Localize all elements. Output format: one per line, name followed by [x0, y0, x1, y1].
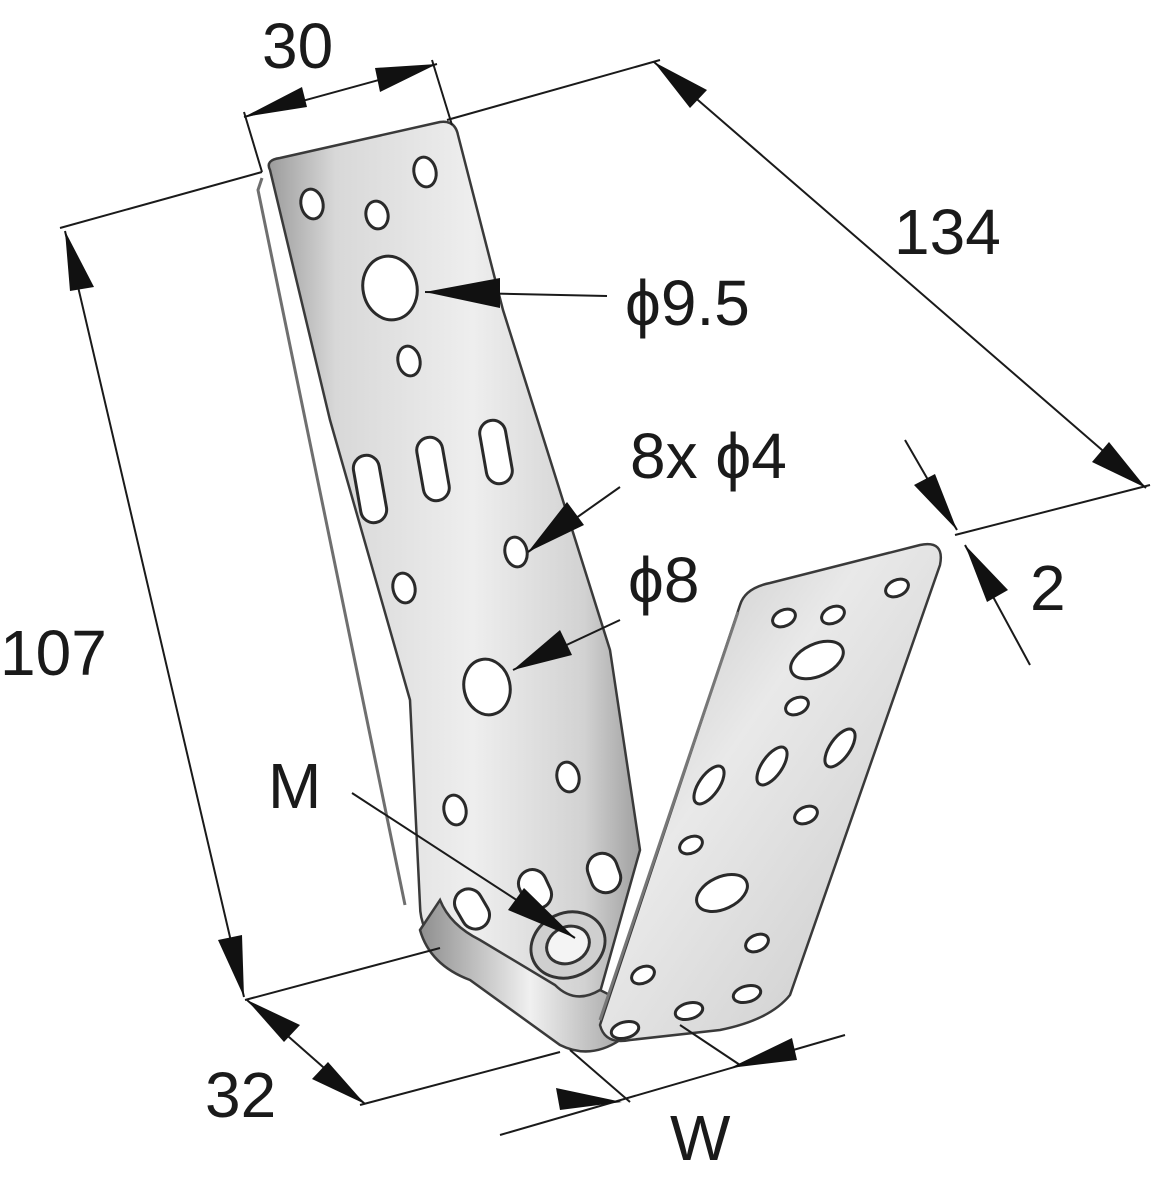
- label-length: 134: [894, 196, 1001, 268]
- dimension-134: 134: [446, 59, 1151, 536]
- hole-large: [361, 254, 419, 322]
- callout-m: M: [268, 750, 576, 939]
- callout-large-hole: ϕ9.5: [424, 267, 750, 339]
- bolt-boss: [529, 910, 607, 980]
- right-leg-holes: [609, 577, 910, 1041]
- bracket-right-leg: [598, 542, 943, 1043]
- label-thickness: 2: [1030, 552, 1066, 624]
- bracket-left-leg: [256, 120, 642, 1038]
- dimension-30: 30: [243, 10, 453, 173]
- label-width-top: 30: [262, 10, 333, 82]
- hole-small: [503, 535, 529, 569]
- label-height: 107: [0, 617, 107, 689]
- dimension-2: 2: [904, 439, 1066, 666]
- dimension-32: 32: [205, 999, 561, 1131]
- label-w: W: [670, 1102, 731, 1174]
- label-width-bottom: 32: [205, 1059, 276, 1131]
- label-holes-small: 8x ϕ4: [630, 420, 787, 492]
- label-hole-large: ϕ9.5: [625, 267, 750, 339]
- callout-small-holes: 8x ϕ4: [527, 420, 787, 553]
- label-hole-medium: ϕ8: [628, 544, 699, 616]
- left-leg-holes: [299, 155, 623, 931]
- callout-medium-hole: ϕ8: [512, 544, 699, 671]
- hole-medium: [462, 657, 512, 717]
- dimension-w: W: [499, 1024, 846, 1174]
- label-m: M: [268, 750, 321, 822]
- dimension-107: 107: [0, 171, 441, 1001]
